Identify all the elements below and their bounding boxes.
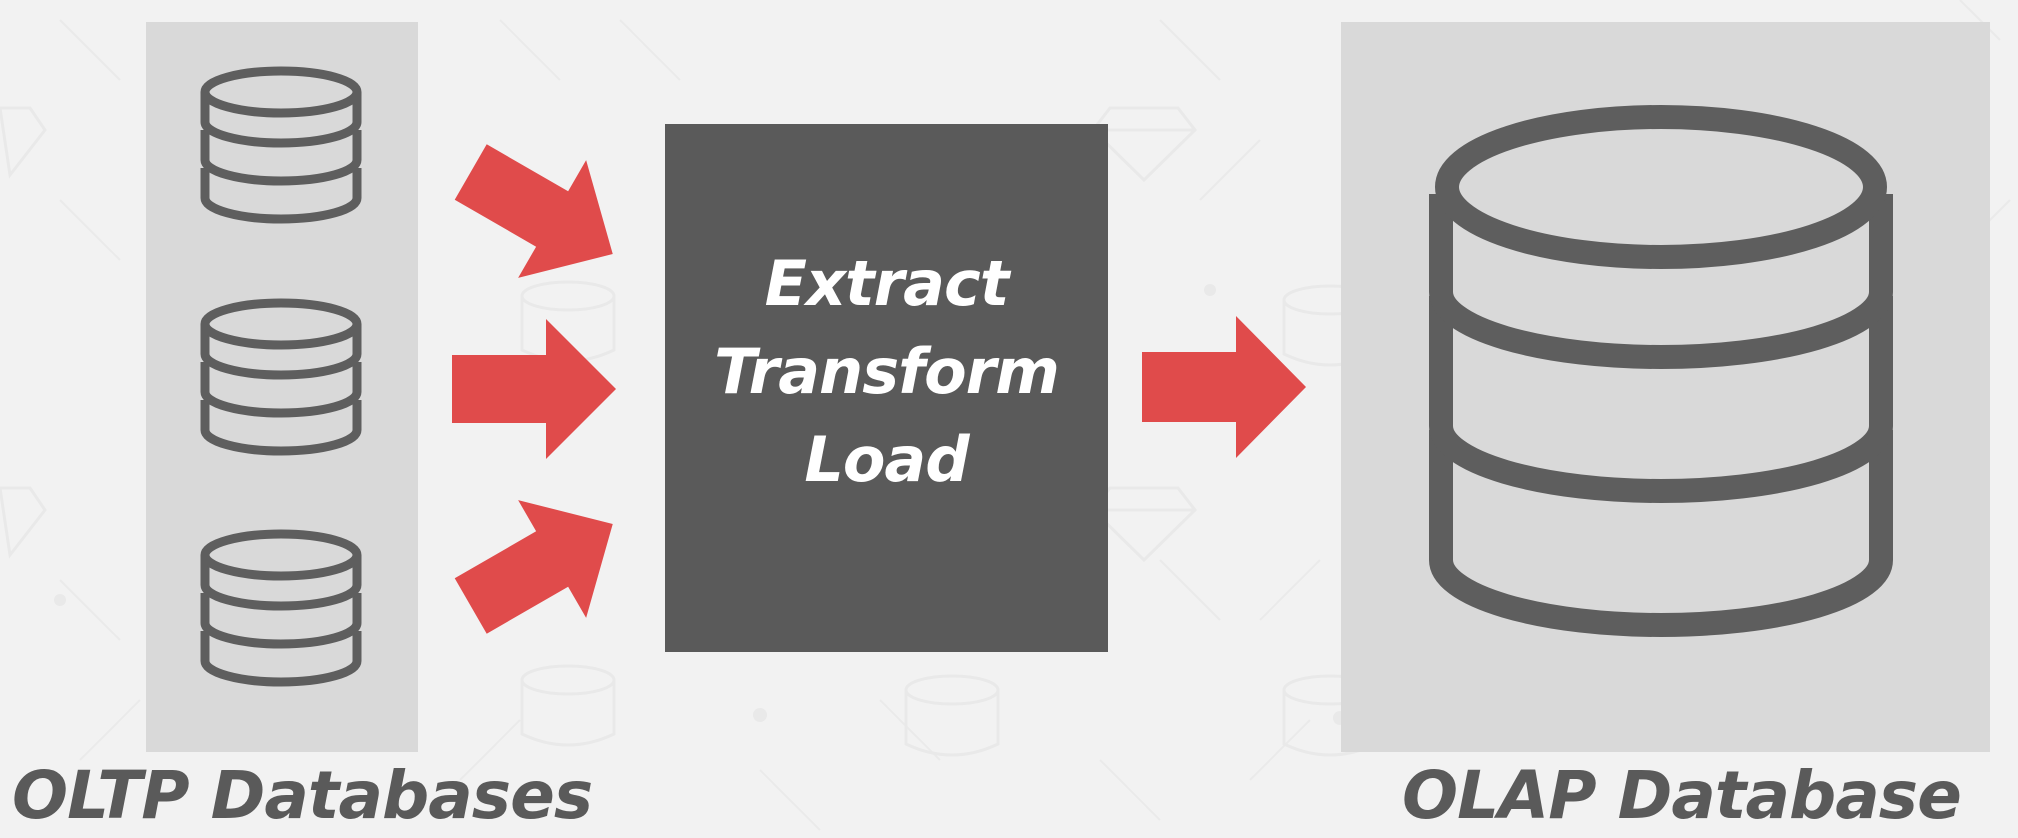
target-label: OLAP Database [1402,757,1962,834]
arrow-right-icon [1142,316,1306,458]
etl-process-box: Extract Transform Load [665,124,1108,652]
etl-process-label: Extract Transform Load [714,240,1060,504]
database-icon [1429,105,1893,637]
source-label: OLTP Databases [12,757,593,834]
database-stack-icon [205,534,357,682]
database-stack-icon [205,71,357,219]
database-stack-icon [205,303,357,451]
arrow-right-icon [454,500,613,634]
process-step-transform: Transform [714,335,1060,408]
arrow-right-icon [452,319,616,459]
process-step-load: Load [804,423,969,496]
process-step-extract: Extract [764,247,1010,320]
arrow-right-icon [454,144,613,278]
